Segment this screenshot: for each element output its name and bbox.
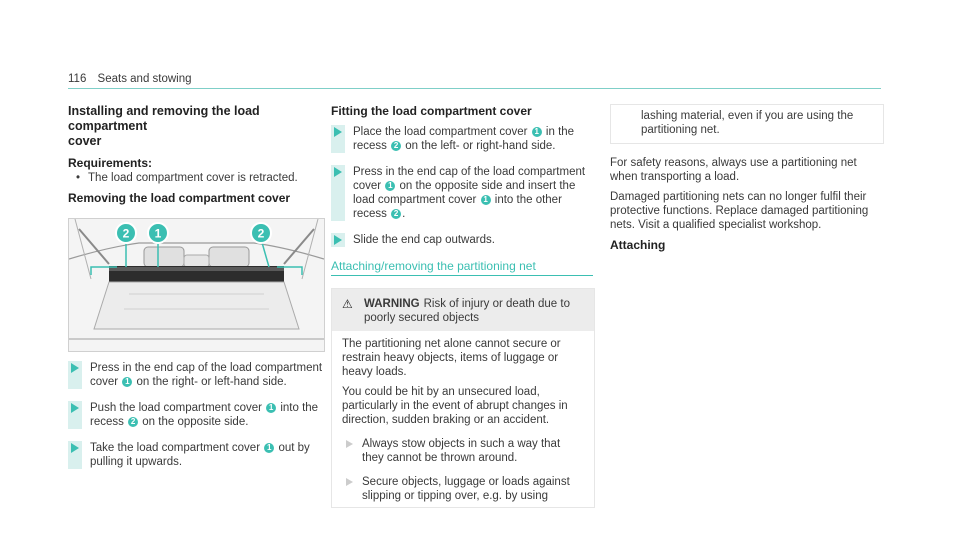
arrow-icon [71,363,79,373]
callout-2-left: 2 [123,227,130,241]
arrow-icon [334,167,342,177]
load-compartment-illustration: 2 1 2 [68,218,325,352]
step-text-b: on the opposite side and insert the load… [353,180,576,206]
removing-steps: Press in the end cap of the load compart… [68,361,326,469]
marker-1: 1 [122,377,133,387]
step-text-b: on the right- or left-hand side. [136,376,287,388]
arrow-icon [342,437,362,465]
step-text-b: in the recess [353,126,575,152]
warning-label: WARNING [364,298,420,310]
step-text: Push the load compartment cover 1 into t… [90,401,326,429]
step-text-c: on the left- or right-hand side. [405,140,556,152]
step-text: Take the load compartment cover 1 out by… [90,441,326,469]
step-text-b: into the recess [90,402,319,428]
marker-2: 2 [391,141,402,151]
column-3: lashing material, even if you are using … [610,104,884,253]
title-line-1: Installing and removing the load compart… [68,104,260,133]
step-bar [331,233,345,247]
marker-1: 1 [385,181,396,191]
step-remove-1: Press in the end cap of the load compart… [68,361,326,389]
warning-step-text: Secure objects, luggage or loads against… [362,476,570,502]
marker-1: 1 [264,443,275,453]
warning-triangle-icon: ⚠ [342,297,353,311]
requirements-label: Requirements: [68,156,153,170]
step-text-c: into the other recess [353,194,562,220]
step-text: Slide the end cap outwards. [353,234,495,246]
marker-1: 1 [531,127,542,137]
fitting-subtitle: Fitting the load compartment cover [331,104,532,118]
page-header: 116 Seats and stowing [68,72,192,86]
warning-step-1: Always stow objects in such a way that t… [342,437,584,465]
step-text: Place the load compartment cover 1 in th… [353,125,593,153]
warning-title-text: Risk of injury or death due to poorly se… [364,298,570,324]
arrow-icon [342,475,362,503]
trunk-diagram: 2 1 2 [69,219,324,351]
marker-2: 2 [391,209,402,219]
callout-2-right: 2 [258,227,265,241]
arrow-icon [71,443,79,453]
step-text: Press in the end cap of the load compart… [353,165,593,221]
callout-1: 1 [155,227,162,241]
page-number: 116 [68,73,87,85]
step-remove-3: Take the load compartment cover 1 out by… [68,441,326,469]
header-rule [68,88,881,89]
step-bar [68,401,82,429]
step-fit-1: Place the load compartment cover 1 in th… [331,125,593,153]
step-text-a: Place the load compartment cover [353,126,528,138]
safety-paragraph: For safety reasons, always use a partiti… [610,157,857,183]
step-bar [331,165,345,221]
step-bar [331,125,345,153]
step-text-a: Press in the end cap of the load compart… [353,166,586,192]
step-text-c: on the opposite side. [142,416,249,428]
continuation-pad [621,109,641,137]
attaching-subtitle: Attaching [610,238,666,252]
marker-1b: 1 [480,195,491,205]
step-remove-2: Push the load compartment cover 1 into t… [68,401,326,429]
arrow-icon [71,403,79,413]
step-text-b: out by pulling it upwards. [90,442,310,468]
step-fit-2: Press in the end cap of the load compart… [331,165,593,221]
requirements: Requirements: The load compartment cover… [68,156,326,185]
step-text: Press in the end cap of the load compart… [90,361,326,389]
marker-2: 2 [128,417,139,427]
section-name: Seats and stowing [97,73,192,85]
arrow-icon [334,127,342,137]
step-text-a: Push the load compartment cover [90,402,262,414]
warning-step-text: Always stow objects in such a way that t… [362,438,561,464]
step-text-a: Take the load compartment cover [90,442,261,454]
step-text-a: Press in the end cap of the load compart… [90,362,323,388]
warning-body: The partitioning net alone cannot secure… [332,331,594,507]
warning-continued: lashing material, even if you are using … [610,104,884,144]
column-2: Fitting the load compartment cover Place… [331,104,595,508]
step-text-d: . [402,208,406,220]
title-line-2: cover [68,134,102,148]
damaged-net-paragraph: Damaged partitioning nets can no longer … [610,191,869,231]
step-fit-3: Slide the end cap outwards. [331,233,593,247]
fitting-steps: Place the load compartment cover 1 in th… [331,125,593,247]
warning-continued-text: lashing material, even if you are using … [641,110,854,136]
warning-paragraph-2: You could be hit by an unsecured load, p… [342,386,568,426]
requirement-item: The load compartment cover is retracted. [76,171,326,185]
removing-subtitle: Removing the load compartment cover [68,191,291,205]
section-title-install-remove: Installing and removing the load compart… [68,104,326,149]
arrow-icon [334,235,342,245]
warning-paragraph-1: The partitioning net alone cannot secure… [342,338,561,378]
step-bar [68,361,82,389]
step-bar [68,441,82,469]
marker-1: 1 [266,403,277,413]
warning-step-2: Secure objects, luggage or loads against… [342,475,584,503]
partitioning-net-title: Attaching/removing the partitioning net [331,259,593,276]
column-1: Installing and removing the load compart… [68,104,326,481]
